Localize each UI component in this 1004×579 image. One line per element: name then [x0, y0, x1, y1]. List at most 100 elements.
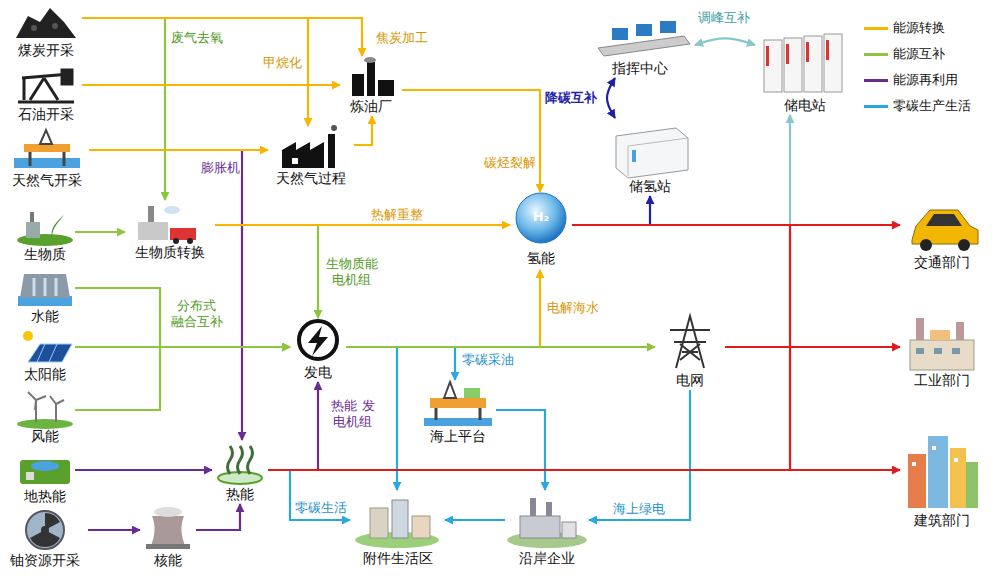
biomass-icon: [17, 212, 73, 246]
buildings-icon: [928, 436, 948, 508]
power-icon: [308, 326, 328, 356]
transport-sector: 交通部门: [900, 190, 984, 272]
offshore-platform-icon: [424, 382, 492, 426]
gas-rig-icon: [40, 130, 52, 144]
biomass-plant-icon: [138, 206, 196, 244]
flow-connector: [445, 519, 505, 521]
cooling-tower-icon: [146, 544, 190, 549]
refinery-icon: [364, 57, 376, 63]
power-grid: 电网: [655, 312, 725, 390]
node-label: 氢能: [510, 249, 572, 267]
gas-rig-icon: [14, 130, 80, 168]
industry-sector: 工业部门: [900, 310, 984, 390]
geothermal-icon: [31, 461, 59, 471]
hydrogen-storage: 储氢站: [608, 118, 692, 196]
legend-line-sample: [864, 27, 888, 30]
battery-cabinet-icon: [764, 34, 842, 92]
node-label: 煤炭开采: [10, 41, 82, 59]
battery-cabinet-icon: [804, 36, 822, 92]
flow-connector: [496, 410, 545, 490]
node-label: 附件生活区: [350, 549, 445, 567]
legend-text: 能源转换: [893, 20, 945, 36]
edge-label: 废气去氧: [170, 30, 224, 46]
node-label: 发电: [290, 363, 346, 381]
formula-text: H₂: [510, 208, 572, 226]
biomass-icon: [26, 222, 40, 238]
offshore-platform-icon: [430, 398, 486, 408]
edge-label: 电解海水: [546, 300, 600, 316]
legend-text: 能源互补: [893, 46, 945, 62]
biomass-icon: [52, 214, 64, 238]
edge-label: 生物质能 电机组: [323, 256, 381, 288]
gas-rig-icon: [24, 144, 70, 152]
living-area-icon: [370, 508, 388, 538]
power-icon: [299, 321, 337, 359]
battery-cabinet-icon: [766, 46, 769, 66]
edge-label: 降碳互补: [544, 90, 598, 106]
hydrogen-container-icon: [616, 128, 688, 178]
battery-cabinet-icon: [784, 38, 802, 92]
command-desk-icon: [660, 21, 676, 33]
edge-label: 膨胀机: [200, 160, 241, 176]
biomass-conversion: 生物质转换: [125, 200, 215, 262]
coal-icon: [31, 25, 37, 31]
biomass-plant-icon: [164, 206, 180, 214]
buildings-icon: [908, 436, 978, 508]
flow-connector: [346, 347, 397, 490]
flow-connector: [75, 469, 212, 471]
offshore-platform-icon: [435, 408, 438, 420]
edge-label: 海上绿电: [612, 501, 666, 517]
coastal-factory-icon: [507, 498, 587, 548]
industry-icon: [910, 318, 974, 370]
oil-pump-icon: [23, 78, 26, 100]
uranium-mining: 铀资源开采: [2, 510, 88, 570]
geothermal-icon: [26, 472, 34, 480]
geothermal-icon: [20, 460, 70, 484]
node-label: 建筑部门: [900, 511, 984, 529]
hydro-dam-icon: [55, 278, 58, 296]
edge-label: 调峰互补: [697, 10, 751, 26]
geothermal: 地热能: [15, 450, 75, 506]
flow-connector: [572, 224, 900, 226]
battery-cabinet-icon: [824, 34, 842, 92]
buildings-icon: [912, 462, 916, 466]
wind-turbine-icon: [56, 400, 64, 404]
buildings-icon: [966, 462, 978, 508]
living-area-icon: [355, 500, 439, 548]
radiation-icon: [26, 511, 64, 549]
gas-plant-icon: [282, 125, 337, 168]
coal-mining: 煤炭开采: [10, 2, 82, 60]
offshore-platform: 海上平台: [420, 380, 496, 446]
flow-connector: [75, 288, 290, 347]
solar-panel-icon: [23, 331, 33, 341]
flow-connector: [695, 38, 755, 45]
buildings-icon: [950, 448, 966, 508]
biomass-plant-icon: [173, 238, 179, 244]
node-label: 风能: [15, 427, 75, 445]
hydrogen-container-icon: [628, 138, 688, 146]
refinery-icon: [367, 62, 375, 96]
industry-icon: [916, 348, 924, 354]
node-label: 交通部门: [900, 253, 984, 271]
node-label: 热能: [212, 485, 268, 503]
gas-rig-icon: [63, 152, 66, 166]
flow-connector: [82, 18, 308, 126]
legend-line-sample: [864, 53, 888, 56]
solar-panel-icon: [37, 344, 45, 362]
biomass-plant-icon: [148, 206, 154, 222]
biomass-icon: [17, 234, 73, 246]
car-icon: [958, 239, 970, 251]
car-icon: [912, 210, 978, 244]
coastal-factory-icon: [530, 498, 536, 516]
flow-connector: [268, 469, 900, 471]
command-desk-icon: [636, 24, 652, 36]
coal-icon: [52, 23, 58, 29]
car-icon: [912, 210, 978, 251]
coastal-enterprise: 沿岸企业: [505, 490, 589, 568]
refinery-icon: [352, 57, 394, 96]
oil-extraction: 石油开采: [10, 66, 82, 124]
gas-rig-icon: [14, 158, 80, 168]
node-label: 炼油厂: [340, 97, 402, 115]
